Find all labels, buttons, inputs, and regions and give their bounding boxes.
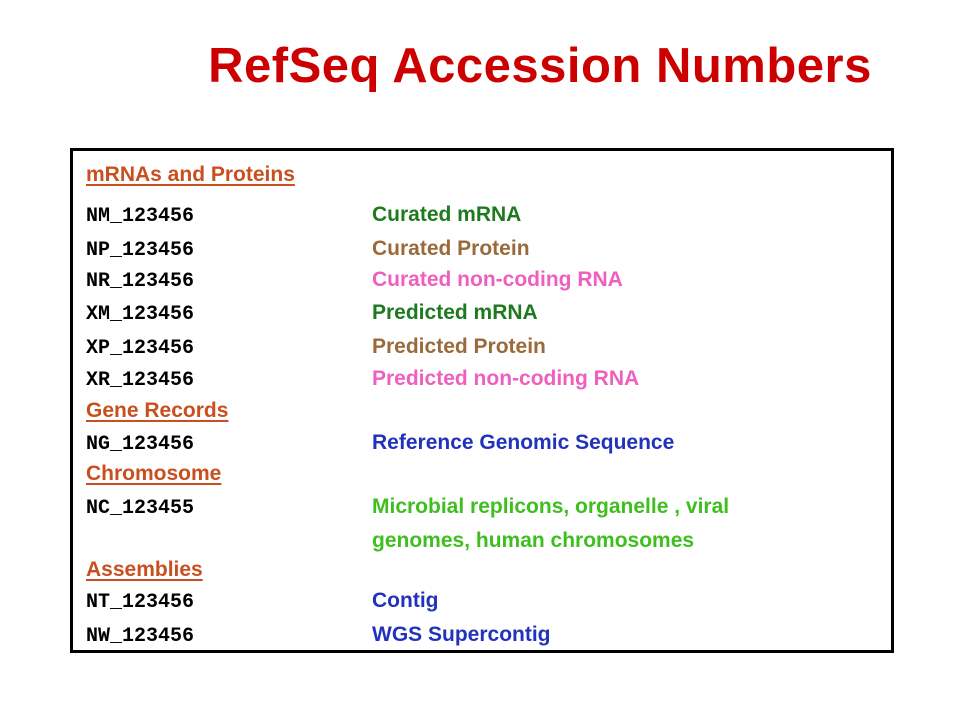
section-chromosome: Chromosome (86, 462, 222, 485)
desc-predicted-protein: Predicted Protein (372, 335, 546, 358)
accession-nr: NR_123456 (86, 270, 195, 293)
desc-wgs-supercontig: WGS Supercontig (372, 623, 551, 646)
accession-nc: NC_123455 (86, 497, 195, 520)
accession-np: NP_123456 (86, 239, 195, 262)
section-assemblies: Assemblies (86, 558, 203, 581)
desc-predicted-mrna: Predicted mRNA (372, 301, 538, 324)
accession-nw: NW_123456 (86, 625, 195, 648)
accession-xp: XP_123456 (86, 337, 195, 360)
section-gene-records: Gene Records (86, 399, 229, 422)
desc-genomes-human-chromosomes: genomes, human chromosomes (372, 529, 695, 552)
desc-curated-protein: Curated Protein (372, 237, 530, 260)
desc-microbial-replicons: Microbial replicons, organelle , viral (372, 495, 730, 518)
desc-curated-mrna: Curated mRNA (372, 203, 522, 226)
page-title: RefSeq Accession Numbers (208, 39, 872, 93)
accession-xm: XM_123456 (86, 303, 195, 326)
desc-predicted-ncrna: Predicted non-coding RNA (372, 367, 640, 390)
accession-nm: NM_123456 (86, 205, 195, 228)
section-mrnas-and-proteins: mRNAs and Proteins (86, 163, 295, 186)
accession-xr: XR_123456 (86, 369, 195, 392)
accession-nt: NT_123456 (86, 591, 195, 614)
desc-curated-ncrna: Curated non-coding RNA (372, 268, 623, 291)
desc-contig: Contig (372, 589, 439, 612)
desc-reference-genomic: Reference Genomic Sequence (372, 431, 675, 454)
accession-table: mRNAs and Proteins NM_123456 Curated mRN… (70, 148, 894, 653)
accession-ng: NG_123456 (86, 433, 195, 456)
